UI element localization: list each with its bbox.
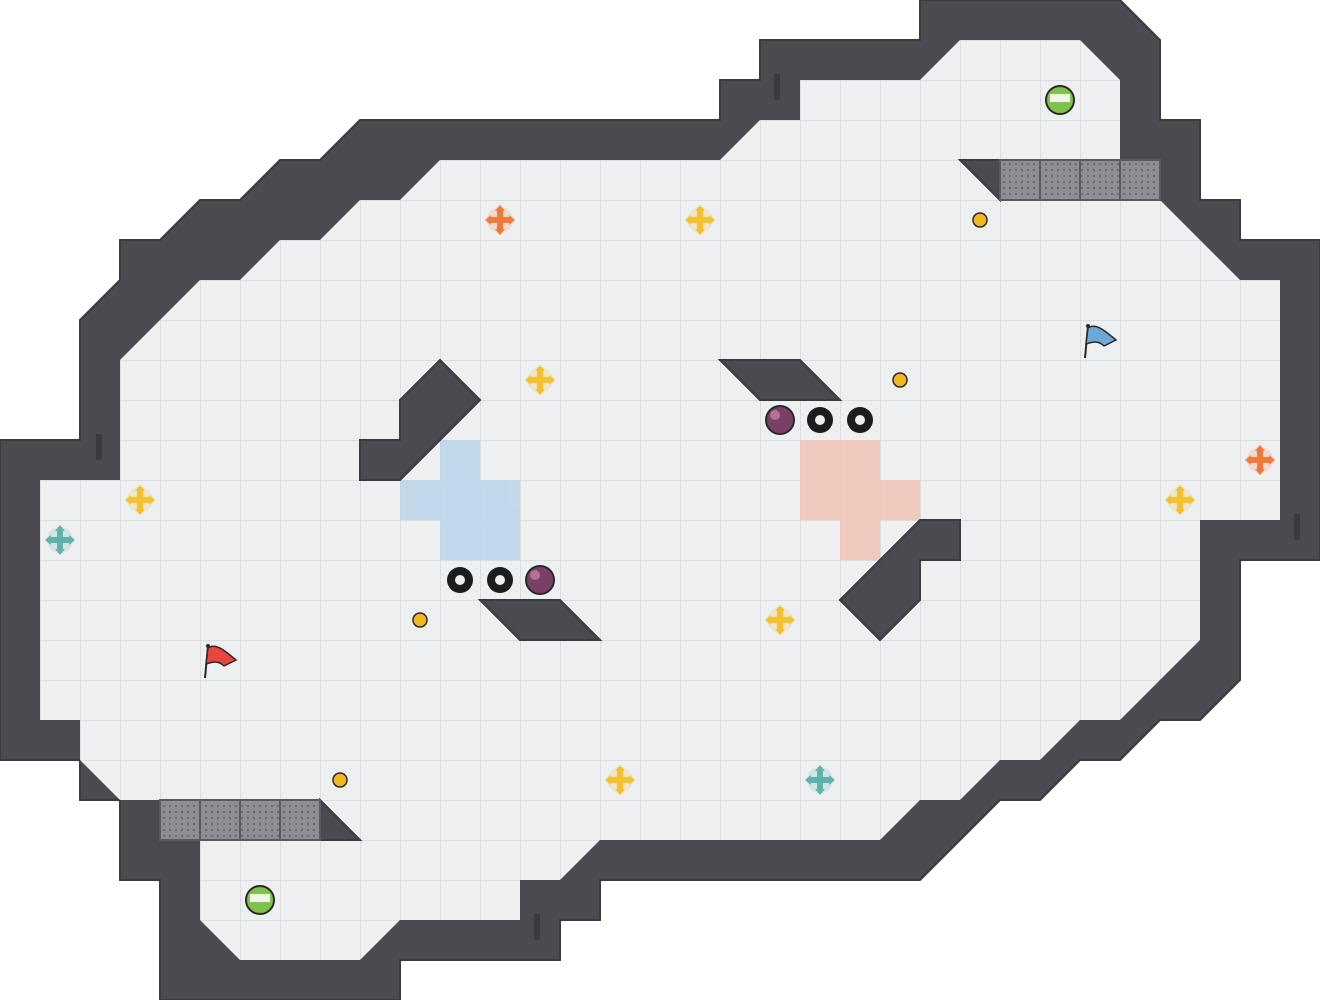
- coin-icon[interactable]: [412, 612, 428, 628]
- spawn-pad-icon[interactable]: [245, 885, 275, 915]
- spawn-pad-icon[interactable]: [1045, 85, 1075, 115]
- coin-icon[interactable]: [332, 772, 348, 788]
- blue-boost-icon[interactable]: [45, 525, 75, 555]
- coin-icon[interactable]: [892, 372, 908, 388]
- wall-block-left: [359, 358, 482, 481]
- red-team-zone: [800, 440, 920, 560]
- wall-ramp-top: [717, 359, 843, 401]
- spike-icon: [487, 567, 513, 593]
- spike-icon: [847, 407, 873, 433]
- blue-boost-icon[interactable]: [805, 765, 835, 795]
- yellow-boost-icon[interactable]: [1165, 485, 1195, 515]
- grate-strip-bottom: [159, 799, 321, 841]
- wall-notches: [96, 74, 1300, 940]
- interior-walls: [319, 159, 1001, 841]
- yellow-boost-icon[interactable]: [765, 605, 795, 635]
- grate-strip-top: [999, 159, 1161, 201]
- bomb-icon[interactable]: [525, 565, 555, 595]
- spike-icon: [807, 407, 833, 433]
- yellow-boost-icon[interactable]: [525, 365, 555, 395]
- coin-icon[interactable]: [972, 212, 988, 228]
- spike-icon: [447, 567, 473, 593]
- blue-flag-icon[interactable]: [1084, 324, 1118, 359]
- red-flag-icon[interactable]: [204, 644, 238, 679]
- red-boost-icon[interactable]: [1245, 445, 1275, 475]
- yellow-boost-icon[interactable]: [605, 765, 635, 795]
- yellow-boost-icon[interactable]: [685, 205, 715, 235]
- wall-block-right: [838, 519, 961, 642]
- wall-ramp-bottom: [477, 599, 603, 641]
- arena-floor: [40, 40, 1280, 960]
- red-boost-icon[interactable]: [485, 205, 515, 235]
- yellow-boost-icon[interactable]: [125, 485, 155, 515]
- bomb-icon[interactable]: [765, 405, 795, 435]
- blue-team-zone: [400, 440, 520, 560]
